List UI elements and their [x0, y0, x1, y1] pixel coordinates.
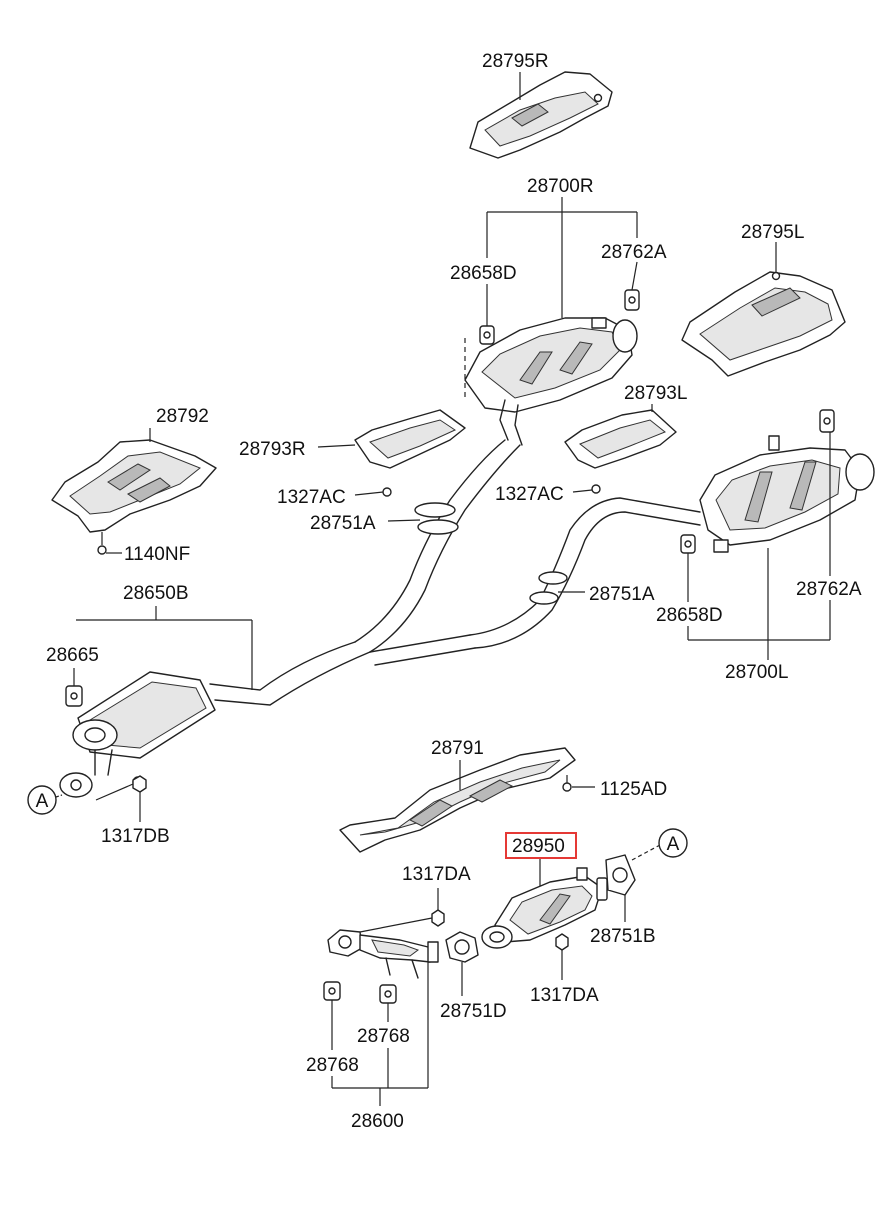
hanger-28768-left[interactable]	[323, 981, 341, 1001]
svg-text:A: A	[667, 834, 680, 855]
label-1125ad: 1125AD	[600, 779, 667, 800]
label-28700r: 28700R	[527, 176, 594, 197]
label-28793r: 28793R	[239, 439, 306, 460]
catalytic-converter-28950[interactable]	[481, 867, 608, 949]
label-1317da-upper: 1317DA	[402, 864, 471, 885]
leader-lines	[73, 72, 831, 1106]
label-28700l: 28700L	[725, 662, 788, 683]
hanger-28658d-top[interactable]	[479, 325, 495, 345]
hanger-28762a-top[interactable]	[624, 289, 640, 311]
muffler-28700r[interactable]	[464, 317, 638, 446]
gasket-28751b[interactable]	[605, 854, 636, 896]
heat-shield-28793l[interactable]	[564, 409, 677, 494]
label-28768-left: 28768	[306, 1055, 359, 1076]
heat-shield-28795l[interactable]	[681, 271, 846, 377]
label-28650b: 28650B	[123, 583, 189, 604]
label-1327ac-right: 1327AC	[495, 484, 564, 505]
marker-a-left: A	[27, 785, 57, 815]
heat-shield-28793r[interactable]	[354, 409, 466, 497]
hanger-28665[interactable]	[65, 685, 83, 707]
label-28751b: 28751B	[590, 926, 656, 947]
heat-protector-28791[interactable]	[339, 747, 576, 853]
nut-1317da-upper[interactable]	[431, 909, 445, 927]
label-1317db: 1317DB	[101, 826, 170, 847]
rear-muffler[interactable]	[59, 671, 216, 798]
label-28751d: 28751D	[440, 1001, 507, 1022]
highlight-box-28950	[505, 832, 577, 859]
hanger-28768-right[interactable]	[379, 984, 397, 1004]
label-28751a-lower: 28751A	[589, 584, 655, 605]
main-pipe-28650b[interactable]	[209, 439, 701, 706]
label-28762a-top: 28762A	[601, 242, 667, 263]
front-pipe-28600[interactable]	[327, 929, 439, 979]
heat-shield-28795r[interactable]	[469, 71, 613, 159]
label-1327ac-left: 1327AC	[277, 487, 346, 508]
hanger-28658d-bottom[interactable]	[680, 534, 696, 554]
label-28950[interactable]: 28950	[512, 836, 565, 857]
label-1140nf: 1140NF	[124, 544, 190, 565]
label-1317da-lower: 1317DA	[530, 985, 599, 1006]
label-28762a-bottom: 28762A	[796, 579, 862, 600]
label-28792: 28792	[156, 406, 209, 427]
label-28795r: 28795R	[482, 51, 549, 72]
label-28795l: 28795L	[741, 222, 804, 243]
muffler-28700l[interactable]	[699, 435, 875, 553]
marker-a-right: A	[658, 828, 688, 858]
label-28791: 28791	[431, 738, 484, 759]
hanger-28762a-bottom[interactable]	[819, 409, 835, 433]
label-28665: 28665	[46, 645, 99, 666]
svg-text:A: A	[36, 791, 49, 812]
label-28751a-upper: 28751A	[310, 513, 376, 534]
label-28793l: 28793L	[624, 383, 687, 404]
label-28658d-top: 28658D	[450, 263, 517, 284]
nut-1317da-lower[interactable]	[555, 933, 569, 951]
nut-1317db[interactable]	[132, 775, 147, 793]
label-28658d-bottom: 28658D	[656, 605, 723, 626]
gasket-28751d[interactable]	[445, 931, 479, 963]
heat-shield-28792[interactable]	[51, 439, 217, 555]
label-28600: 28600	[351, 1111, 404, 1132]
label-28768-right: 28768	[357, 1026, 410, 1047]
